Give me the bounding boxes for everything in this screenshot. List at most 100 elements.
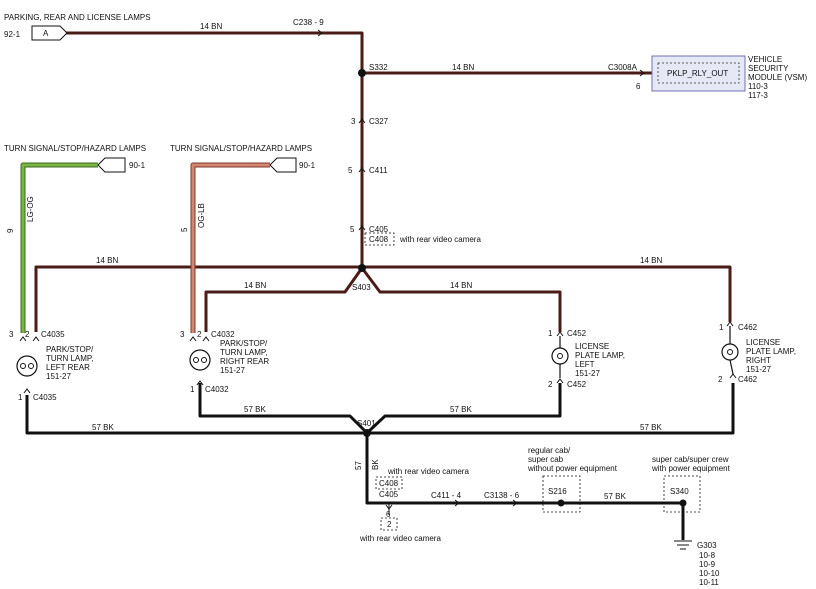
c405-chevron-icon <box>358 225 366 231</box>
wire-right-turn <box>190 162 270 333</box>
vsm-ref2: 117-3 <box>748 91 768 100</box>
left-turn-pin-b: 2 <box>25 330 30 339</box>
c452-top-chevron-icon <box>556 331 564 337</box>
lic-left-bottom-pin: 2 <box>548 380 553 389</box>
right-rear-lamp-line1: PARK/STOP/ <box>220 339 268 348</box>
s332-splice-dot <box>358 69 366 77</box>
wire-inner-bus <box>204 266 562 332</box>
lic-left-filament <box>557 353 563 359</box>
lower-c3138-label: C3138 - 6 <box>484 491 520 500</box>
right-rear-lamp-line2: TURN LAMP, <box>220 348 267 357</box>
right-turn-connector-shape <box>269 157 297 173</box>
lic-left-line3: LEFT <box>575 360 595 369</box>
left-turn-pin-a: 3 <box>9 330 14 339</box>
left-rear-ground-pin: 1 <box>18 393 23 402</box>
lic-left-bottom-connector: C452 <box>567 380 587 389</box>
lower-bottom-note: with rear video camera <box>359 534 441 543</box>
lower-c405-pin: 6 <box>386 510 391 519</box>
c462-top-chevron-icon <box>726 321 734 327</box>
right-rear-ground-pin: 1 <box>190 385 195 394</box>
lower-c411-label: C411 - 4 <box>431 491 462 500</box>
top-feed-wire-label: 14 BN <box>200 22 222 31</box>
s216-dashed-box <box>542 475 581 513</box>
ground-symbol-icon <box>674 540 692 550</box>
left-rear-ground-connector: C4035 <box>33 393 57 402</box>
left-rear-lamp-icon <box>16 355 38 377</box>
c238-chevron-icon <box>317 29 323 37</box>
top-feed-connector-label: C238 - 9 <box>293 18 324 27</box>
lic-right-lead-bottom <box>729 359 734 375</box>
lic-right-top-pin: 1 <box>719 323 724 332</box>
left-rear-lamp-line1: PARK/STOP/ <box>46 345 94 354</box>
c411-pin: 5 <box>348 166 353 175</box>
ground-ref3: 10-10 <box>699 569 720 578</box>
lower-circuit: 57 <box>354 461 363 470</box>
ground-ref2: 10-9 <box>699 560 716 569</box>
vsm-ref1: 110-3 <box>748 82 768 91</box>
right-turn-pin-b: 2 <box>197 330 202 339</box>
lower-c408-note: with rear video camera <box>387 467 469 476</box>
left-turn-ref: 90-1 <box>129 161 146 170</box>
lower-c3138-chevron-icon <box>512 499 518 507</box>
lower-pin-dashed-box <box>380 517 398 531</box>
s216-note-line1: regular cab/ <box>528 446 571 455</box>
lic-right-ref: 151-27 <box>746 365 771 374</box>
right-turn-circuit: 5 <box>180 227 189 232</box>
vsm-connector-label: C3008A <box>608 63 638 72</box>
s216-label: S216 <box>548 487 567 496</box>
s340-label: S340 <box>670 487 689 496</box>
lic-right-bottom-pin: 2 <box>718 375 723 384</box>
vsm-pin-label: 6 <box>636 82 641 91</box>
lic-left-top-pin: 1 <box>548 329 553 338</box>
lower-color-code: BK <box>371 459 380 470</box>
c405-label: C405 <box>369 225 389 234</box>
c411-label: C411 <box>369 166 388 175</box>
vsm-pin-name: PKLP_RLY_OUT <box>667 69 728 78</box>
ground-bus-group: S401 57 BK 57 BK 57 BK 57 BK <box>92 405 662 437</box>
vsm-name-line3: MODULE (VSM) <box>748 73 807 82</box>
wire-outer-bus <box>34 265 732 332</box>
license-left-group: 1 C452 LICENSE PLATE LAMP, LEFT 151-27 2… <box>548 329 625 389</box>
license-right-group: 1 C462 LICENSE PLATE LAMP, RIGHT 151-27 … <box>718 321 796 384</box>
c408-dashed-box <box>364 232 395 246</box>
lic-left-top-connector: C452 <box>567 329 587 338</box>
vsm-name-line1: VEHICLE <box>748 55 782 64</box>
left-turn-color-code: LG-OG <box>26 196 35 222</box>
lic-right-top-connector: C462 <box>738 323 758 332</box>
lic-left-lamp-icon <box>551 347 569 365</box>
vsm-name-line2: SECURITY <box>748 64 789 73</box>
s403-splice-dot <box>358 264 366 272</box>
c3008a-chevron-icon <box>639 69 645 77</box>
s401-splice-dot <box>363 429 371 437</box>
left-rear-filament-a <box>20 363 26 369</box>
vsm-wire-label: 14 BN <box>452 63 474 72</box>
lic-right-bottom-connector: C462 <box>738 375 758 384</box>
left-rear-lamp-line3: LEFT REAR <box>46 363 90 372</box>
left-turn-circuit: 9 <box>6 228 15 233</box>
c327-pin: 3 <box>351 117 356 126</box>
c408-label: C408 <box>369 235 389 244</box>
s401-label: S401 <box>357 419 376 428</box>
right-turn-group: TURN SIGNAL/STOP/HAZARD LAMPS 90-1 5 OG-… <box>170 144 316 394</box>
c327-chevron-icon <box>358 118 366 124</box>
left-rear-lamp-ref: 151-27 <box>46 372 71 381</box>
right-turn-connector: C4032 <box>211 330 235 339</box>
s340-splice-dot <box>679 499 687 507</box>
right-turn-pin-a: 3 <box>180 330 185 339</box>
bus-outer-right-label: 14 BN <box>640 256 662 265</box>
lower-wire-label: 57 BK <box>604 492 626 501</box>
ground-label: G303 <box>697 541 717 550</box>
c4032-ground-chevron-icon <box>196 380 204 386</box>
wire-top-feed <box>66 31 364 77</box>
wire-ground-bus <box>25 383 735 540</box>
s340-note-line2: with power equipment <box>651 464 731 473</box>
c408-note: with rear video camera <box>399 235 481 244</box>
lower-c411-chevron-icon <box>454 499 460 507</box>
wire-left-turn <box>20 162 98 333</box>
lower-c408-label: C408 <box>379 479 399 488</box>
left-rear-lamp-line2: TURN LAMP, <box>46 354 93 363</box>
lic-right-filament <box>727 349 733 355</box>
right-turn-title: TURN SIGNAL/STOP/HAZARD LAMPS <box>170 144 312 153</box>
s216-note-line3: without power equipment <box>527 464 618 473</box>
